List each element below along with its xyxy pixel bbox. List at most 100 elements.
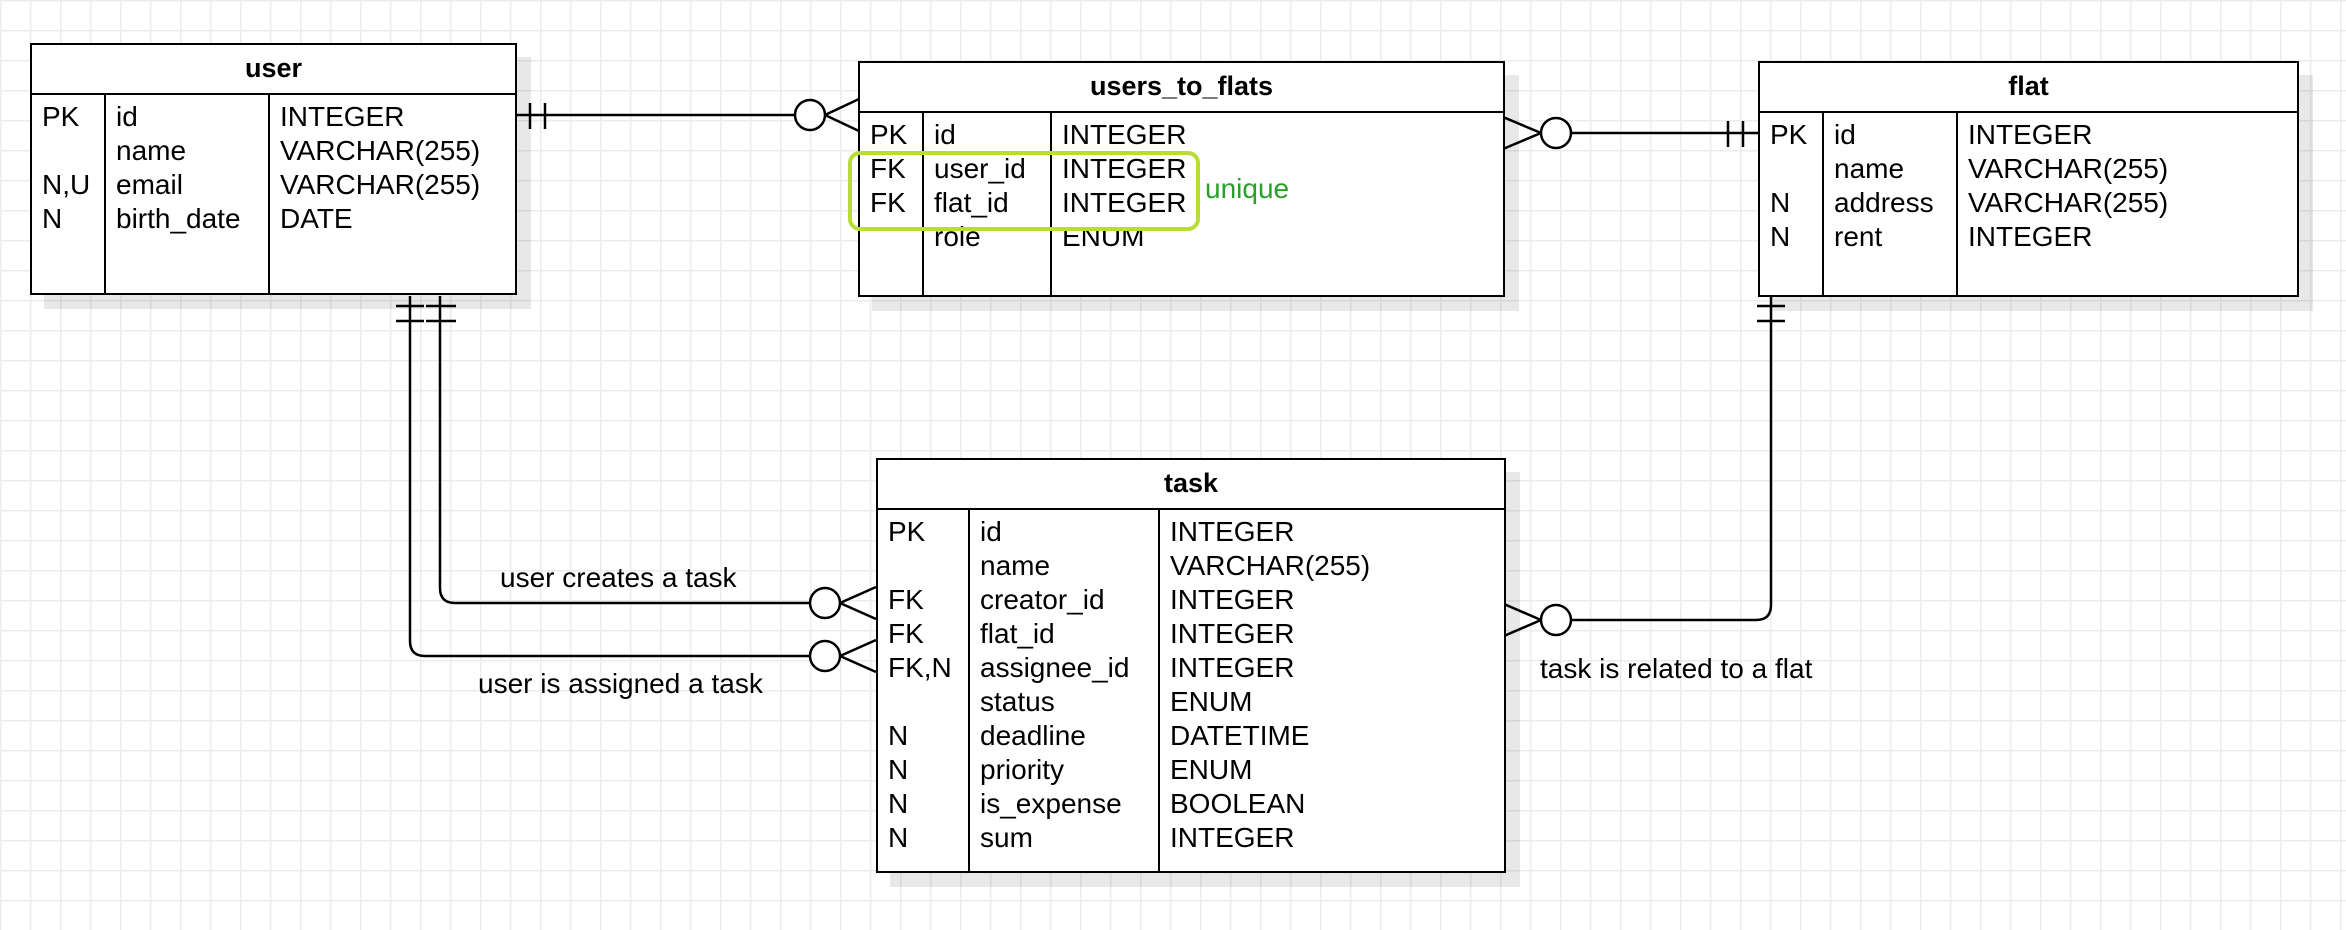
field-key: N,U	[42, 169, 91, 200]
field-name: flat_id	[980, 618, 1055, 649]
field-name: id	[934, 119, 956, 150]
entity-flat[interactable]: flat PK N N id name address rent INTEGER…	[1758, 61, 2299, 297]
field-key: PK	[42, 101, 80, 132]
label-task-related-flat: task is related to a flat	[1540, 653, 1813, 684]
connector-users-to-flats-flat	[1502, 115, 1758, 151]
field-type: INTEGER	[1968, 221, 2093, 252]
label-user-assigned-task: user is assigned a task	[478, 668, 763, 699]
field-key: PK	[888, 516, 926, 547]
field-name: role	[934, 221, 981, 252]
field-key: N	[888, 754, 909, 785]
field-name: name	[116, 135, 187, 166]
entity-title: flat	[1760, 63, 2297, 113]
field-key: N	[42, 203, 63, 234]
entity-task[interactable]: task PK FK FK FK,N N N N N id name creat…	[876, 458, 1506, 873]
field-name: deadline	[980, 720, 1086, 751]
field-key: FK	[870, 187, 906, 218]
field-key: N	[888, 822, 909, 853]
name-column: id name address rent	[1824, 113, 1958, 295]
field-type: DATETIME	[1170, 720, 1310, 751]
field-type: INTEGER	[1170, 822, 1295, 853]
field-type: VARCHAR(255)	[1968, 153, 2169, 184]
field-key: FK	[888, 618, 924, 649]
field-name: flat_id	[934, 187, 1009, 218]
field-type: ENUM	[1170, 686, 1253, 717]
field-key	[878, 549, 968, 583]
field-type: VARCHAR(255)	[1170, 550, 1371, 581]
field-key: FK	[888, 584, 924, 615]
field-type: DATE	[280, 203, 353, 234]
field-key	[32, 134, 104, 168]
field-type: ENUM	[1170, 754, 1253, 785]
field-type: INTEGER	[1170, 516, 1295, 547]
field-type: ENUM	[1062, 221, 1145, 252]
entity-fields: PK FK FK id user_id flat_id role INTEGER…	[860, 113, 1503, 295]
field-key	[860, 220, 922, 254]
key-column: PK FK FK	[860, 113, 924, 295]
field-type: INTEGER	[280, 101, 405, 132]
type-column: INTEGER VARCHAR(255) VARCHAR(255) INTEGE…	[1958, 113, 2297, 295]
field-name: user_id	[934, 153, 1026, 184]
entity-users-to-flats[interactable]: users_to_flats PK FK FK id user_id flat_…	[858, 61, 1505, 297]
field-type: INTEGER	[1170, 652, 1295, 683]
entity-title: user	[32, 45, 515, 95]
field-name: status	[980, 686, 1055, 717]
key-column: PK FK FK FK,N N N N N	[878, 510, 970, 871]
connector-user-task-creator	[426, 296, 877, 621]
field-key: PK	[1770, 119, 1808, 150]
name-column: id user_id flat_id role	[924, 113, 1052, 295]
field-name: priority	[980, 754, 1065, 785]
entity-title: users_to_flats	[860, 63, 1503, 113]
field-key: PK	[870, 119, 908, 150]
field-key: N	[1770, 221, 1791, 252]
field-type: INTEGER	[1062, 119, 1187, 150]
entity-title: task	[878, 460, 1504, 510]
entity-fields: PK N,U N id name email birth_date INTEGE…	[32, 95, 515, 293]
field-name: creator_id	[980, 584, 1105, 615]
key-column: PK N,U N	[32, 95, 106, 293]
entity-fields: PK FK FK FK,N N N N N id name creator_id…	[878, 510, 1504, 871]
name-column: id name creator_id flat_id assignee_id s…	[970, 510, 1160, 871]
field-name: email	[116, 169, 183, 200]
field-key	[878, 685, 968, 719]
field-type: VARCHAR(255)	[280, 135, 481, 166]
field-type: INTEGER	[1968, 119, 2093, 150]
label-user-creates-task: user creates a task	[500, 562, 737, 593]
field-name: is_expense	[980, 788, 1122, 819]
connector-user-users-to-flats	[517, 97, 860, 133]
field-type: VARCHAR(255)	[1968, 187, 2169, 218]
field-key	[1760, 152, 1822, 186]
field-name: id	[116, 101, 138, 132]
field-type: INTEGER	[1170, 584, 1295, 615]
field-type: INTEGER	[1170, 618, 1295, 649]
entity-user[interactable]: user PK N,U N id name email birth_date I…	[30, 43, 517, 295]
type-column: INTEGER VARCHAR(255) VARCHAR(255) DATE	[270, 95, 515, 293]
field-name: name	[980, 550, 1051, 581]
field-name: id	[980, 516, 1002, 547]
key-column: PK N N	[1760, 113, 1824, 295]
field-key: FK,N	[888, 652, 952, 683]
field-type: INTEGER	[1062, 153, 1187, 184]
field-key: FK	[870, 153, 906, 184]
field-key: N	[1770, 187, 1791, 218]
connector-task-flat	[1503, 296, 1785, 638]
connector-user-task-assignee	[396, 296, 877, 674]
field-type: VARCHAR(255)	[280, 169, 481, 200]
field-type: BOOLEAN	[1170, 788, 1306, 819]
field-name: name	[1834, 153, 1905, 184]
field-name: address	[1834, 187, 1934, 218]
type-column: INTEGER VARCHAR(255) INTEGER INTEGER INT…	[1160, 510, 1504, 871]
field-name: birth_date	[116, 203, 241, 234]
entity-fields: PK N N id name address rent INTEGER VARC…	[1760, 113, 2297, 295]
name-column: id name email birth_date	[106, 95, 270, 293]
field-type: INTEGER	[1062, 187, 1187, 218]
unique-label: unique	[1205, 173, 1290, 204]
type-column: INTEGER INTEGER INTEGER ENUM	[1052, 113, 1503, 295]
field-name: id	[1834, 119, 1856, 150]
field-key: N	[888, 720, 909, 751]
field-name: sum	[980, 822, 1033, 853]
field-name: assignee_id	[980, 652, 1130, 683]
field-key: N	[888, 788, 909, 819]
